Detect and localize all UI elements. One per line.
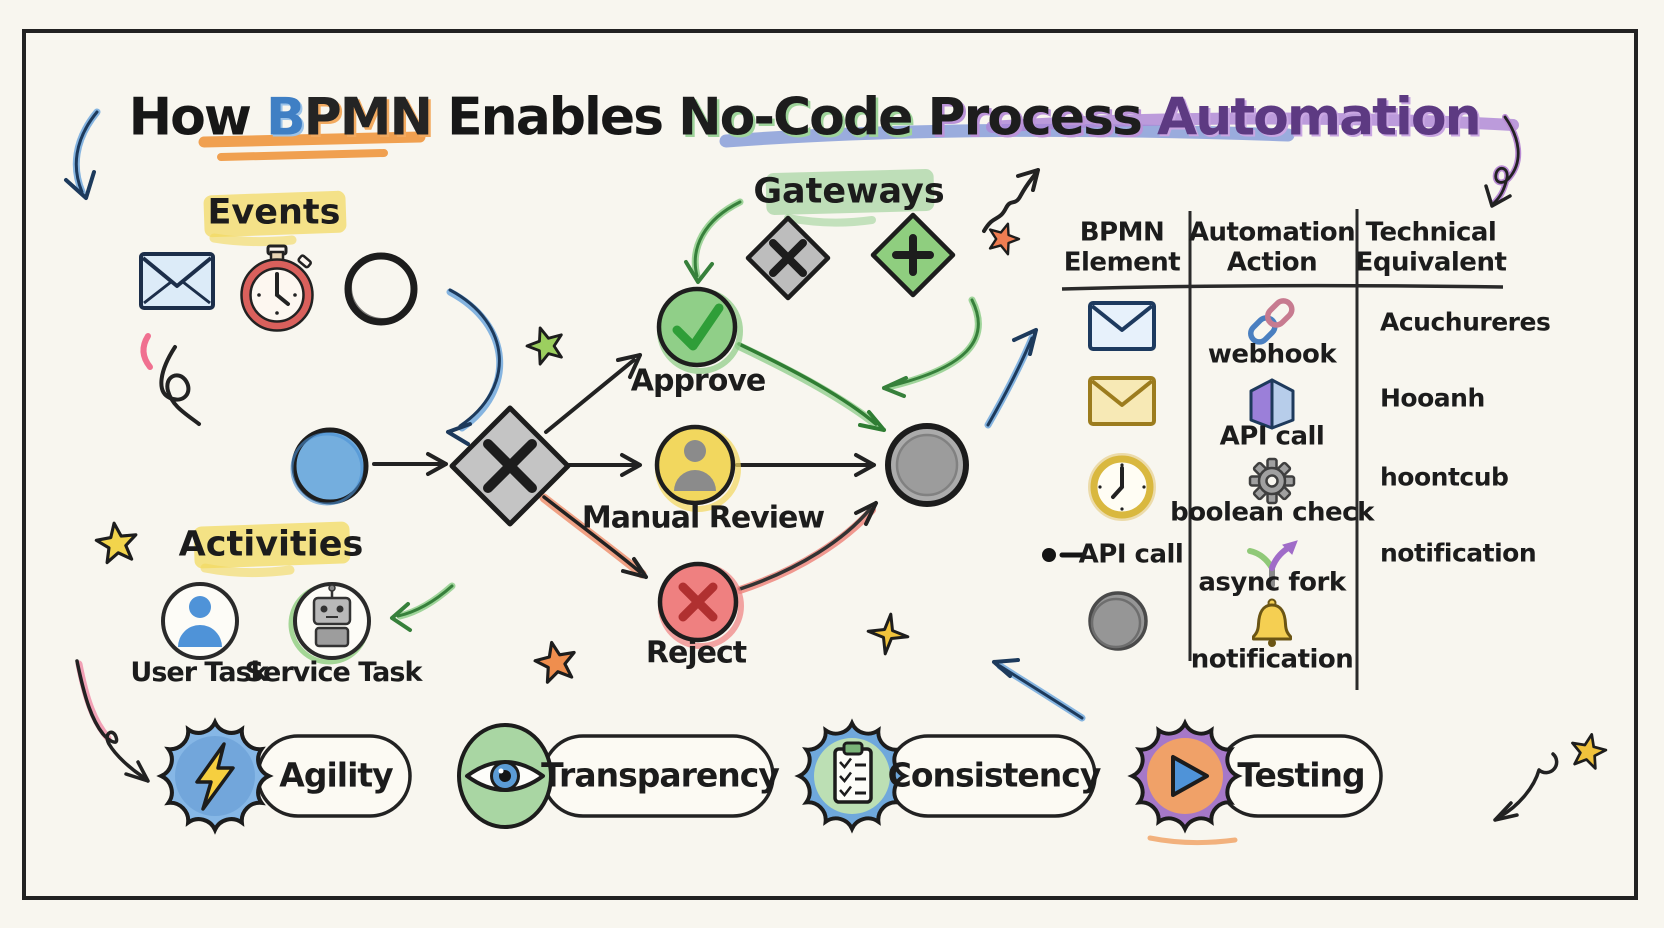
table-header-action: Action [1226,247,1318,278]
activities-section-label: Activities [178,524,364,565]
title-how: How [128,87,267,147]
title-nocode: No-Code [678,87,913,147]
table-header-technical: Technical [1365,217,1497,248]
service-task-robot-icon [288,582,371,665]
notification-label: notification [1190,644,1354,675]
bpmn-api-call-label: API call [1078,539,1184,570]
title-b: B [266,87,306,147]
manual-review-label: Manual Review [581,500,825,536]
manual-review-node [654,424,741,512]
doodles [64,108,1559,846]
transparency-badge [457,723,553,829]
testing-badge [1130,721,1240,831]
x-icon [678,582,718,622]
user-task-label: User Task [130,656,268,688]
exclusive-gateway-sample [745,215,831,301]
dot-dash-icon [1042,548,1085,562]
section-highlights [193,169,935,578]
table-header-equivalent: Equivalent [1355,247,1507,278]
filled-circle-icon [1088,591,1148,651]
reject-label: Reject [645,635,747,671]
api-call-label: API call [1219,421,1325,452]
title-process: Process [911,87,1158,147]
person-icon [684,440,706,462]
approve-label: Approve [630,363,766,399]
clock-icon [1088,453,1156,521]
table-header-bpmn: BPMN [1079,217,1165,248]
message-event-envelope-icon [139,252,215,310]
exclusive-gateway-node [449,405,571,527]
start-event-node [290,427,369,506]
events-section-label: Events [207,192,341,233]
consistency-pill-label: Consistency [887,755,1102,795]
title-enables: Enables [431,87,679,147]
gateways-section-label: Gateways [753,171,945,212]
tech-equivalent-row1: Acuchureres [1380,307,1551,337]
link-icon [1248,298,1295,345]
tech-equivalent-row4: notification [1380,538,1537,568]
approve-node [656,286,743,374]
bell-icon [1252,598,1292,647]
agility-badge [161,722,269,830]
parallel-gateway-sample [870,212,956,298]
timer-event-stopwatch-icon [240,244,314,332]
title-automation: Automation [1157,87,1482,147]
reject-node [657,561,744,649]
title-underlines [198,112,1519,161]
prism-icon [1249,378,1295,430]
tech-equivalent-row2: Hooanh [1380,383,1485,413]
table-header-element: Element [1063,247,1181,278]
lightning-icon [195,742,235,811]
user-task-icon [161,582,239,660]
play-icon [1171,755,1209,797]
end-event-node [885,423,969,507]
page-title: How BPMN Enables No-Code Process Automat… [96,35,1482,147]
yellow-envelope-icon [1088,376,1156,426]
async-fork-label: async fork [1198,567,1346,598]
agility-pill-label: Agility [279,755,393,795]
title-pmn: PMN [303,87,433,147]
blue-envelope-icon [1088,301,1156,351]
table-header-automation: Automation [1188,217,1356,248]
check-icon [672,303,724,351]
transparency-pill-label: Transparency [541,755,780,795]
tech-equivalent-row3: hoontcub [1380,462,1509,492]
flow-connectors [372,342,886,594]
service-task-label: Service Task [244,656,423,688]
benefit-pills [256,734,1383,818]
start-event-circle-icon [344,252,418,326]
sketch-frame [22,29,1638,900]
boolean-check-label: boolean check [1170,497,1374,528]
fork-arrows-icon [1247,540,1298,588]
table-rules [1061,208,1504,691]
webhook-label: webhook [1207,339,1337,370]
checklist-icon [833,741,873,804]
testing-pill-label: Testing [1237,755,1365,795]
consistency-badge [797,721,907,831]
gear-icon [1248,457,1296,505]
